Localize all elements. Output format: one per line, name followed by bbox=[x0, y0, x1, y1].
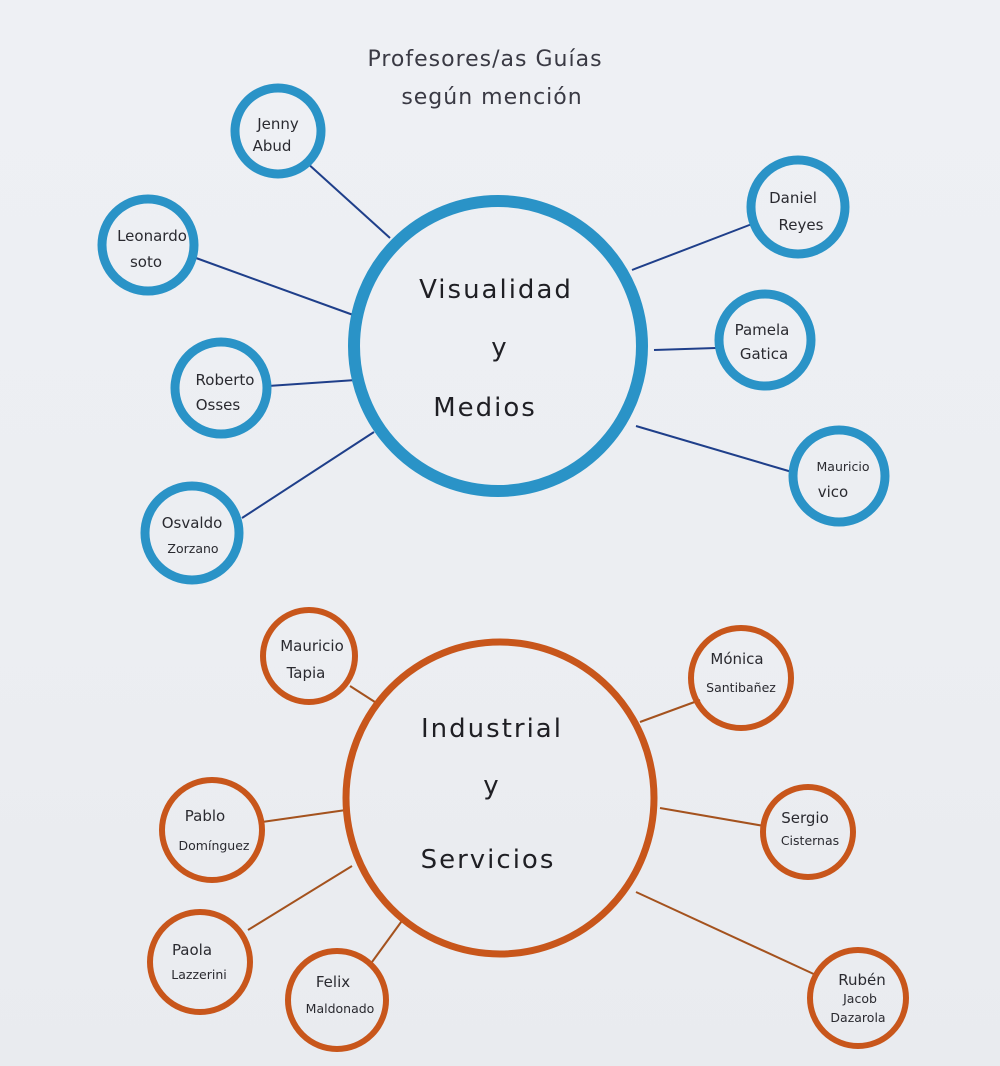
connectors-visualidad bbox=[195, 161, 793, 519]
node-sergio-cisternas: Sergio Cisternas bbox=[760, 784, 856, 880]
node-label-line-1: Paola bbox=[172, 941, 212, 959]
cluster-industrial-y-servicios: Industrial y Servicios Mauricio Tapia Pa… bbox=[147, 607, 909, 1052]
node-osvaldo-zorzano: Osvaldo Zorzano bbox=[140, 481, 244, 585]
hub-visualidad-y-medios: Visualidad y Medios bbox=[348, 195, 648, 497]
node-label-line-2: vico bbox=[818, 483, 848, 501]
hub-circle-industrial bbox=[342, 638, 658, 958]
node-circle bbox=[285, 948, 389, 1052]
hub-label-line-2: y bbox=[491, 333, 508, 363]
node-label-line-2: Abud bbox=[253, 137, 292, 155]
connector-mauricio-vico bbox=[635, 425, 793, 473]
connector-paola-lazzerini bbox=[247, 865, 353, 931]
node-circle bbox=[159, 777, 265, 883]
connector-roberto-osses bbox=[267, 379, 357, 387]
node-circle bbox=[147, 909, 253, 1015]
node-label-line-1: Pamela bbox=[735, 321, 790, 339]
node-label-line-2: Jacob bbox=[842, 991, 877, 1006]
connector-daniel-reyes bbox=[631, 223, 753, 271]
node-paola-lazzerini: Paola Lazzerini bbox=[147, 909, 253, 1015]
node-label-line-1: Rubén bbox=[838, 971, 886, 989]
node-circle bbox=[140, 481, 244, 585]
connector-monica-santibanez bbox=[639, 699, 701, 723]
connector-ruben-jacob-dazarola bbox=[635, 891, 819, 977]
node-pamela-gatica: Pamela Gatica bbox=[714, 289, 816, 391]
connector-sergio-cisternas bbox=[659, 807, 765, 827]
hub-circle-visualidad bbox=[348, 195, 648, 497]
node-circle bbox=[97, 194, 199, 296]
connector-felix-maldonado bbox=[371, 917, 405, 963]
node-label-line-1: Daniel bbox=[769, 189, 817, 207]
hub-industrial-y-servicios: Industrial y Servicios bbox=[342, 638, 658, 958]
hub-label-line-2: y bbox=[483, 771, 500, 801]
node-circle bbox=[746, 155, 850, 259]
hub-label-line-3: Medios bbox=[433, 393, 537, 423]
node-circle bbox=[260, 607, 358, 705]
node-label-line-2: Tapia bbox=[286, 664, 326, 682]
node-circle bbox=[760, 784, 856, 880]
connector-mauricio-tapia bbox=[349, 685, 379, 705]
node-label-line-1: Sergio bbox=[781, 809, 829, 827]
node-circle bbox=[788, 425, 890, 527]
node-circle bbox=[714, 289, 816, 391]
connector-pamela-gatica bbox=[653, 347, 717, 351]
node-label-line-2: Zorzano bbox=[167, 541, 218, 556]
node-mauricio-tapia: Mauricio Tapia bbox=[260, 607, 358, 705]
connectors-industrial bbox=[247, 685, 819, 977]
node-label-line-2: Domínguez bbox=[179, 838, 250, 853]
hub-label-line-1: Visualidad bbox=[419, 275, 573, 305]
cluster-visualidad-y-medios: Visualidad y Medios Jenny Abud Leonardo … bbox=[97, 83, 890, 585]
node-label-line-1: Pablo bbox=[185, 807, 225, 825]
node-label-line-2: Lazzerini bbox=[171, 967, 226, 982]
node-daniel-reyes: Daniel Reyes bbox=[746, 155, 850, 259]
title-line-2: según mención bbox=[401, 85, 582, 110]
node-pablo-dominguez: Pablo Domínguez bbox=[159, 777, 265, 883]
node-label-line-1: Mauricio bbox=[817, 459, 870, 474]
node-mauricio-vico: Mauricio vico bbox=[788, 425, 890, 527]
hub-label-line-1: Industrial bbox=[421, 714, 563, 744]
node-label-line-2: Reyes bbox=[779, 216, 824, 234]
title: Profesores/as Guías según mención bbox=[367, 47, 602, 110]
node-label-line-1: Mónica bbox=[710, 650, 763, 668]
node-label-line-1: Felix bbox=[316, 973, 350, 991]
node-circle bbox=[807, 947, 909, 1049]
node-circle bbox=[230, 83, 326, 179]
node-felix-maldonado: Felix Maldonado bbox=[285, 948, 389, 1052]
node-label-line-1: Leonardo bbox=[117, 227, 187, 245]
node-label-line-1: Roberto bbox=[196, 371, 255, 389]
node-jenny-abud: Jenny Abud bbox=[230, 83, 326, 179]
node-label-line-2: Santibañez bbox=[706, 680, 776, 695]
node-label-line-3: Dazarola bbox=[830, 1010, 885, 1025]
node-circle bbox=[688, 625, 794, 731]
connector-leonardo-soto bbox=[195, 257, 357, 317]
node-label-line-2: Cisternas bbox=[781, 833, 839, 848]
node-label-line-2: Gatica bbox=[740, 345, 788, 363]
title-line-1: Profesores/as Guías bbox=[367, 47, 602, 72]
connector-osvaldo-zorzano bbox=[241, 431, 375, 519]
node-label-line-1: Osvaldo bbox=[162, 514, 223, 532]
node-label-line-2: Maldonado bbox=[306, 1001, 375, 1016]
connector-pablo-dominguez bbox=[261, 809, 347, 823]
node-monica-santibanez: Mónica Santibañez bbox=[688, 625, 794, 731]
node-leonardo-soto: Leonardo soto bbox=[97, 194, 199, 296]
node-label-line-2: soto bbox=[130, 253, 162, 271]
hub-label-line-3: Servicios bbox=[421, 845, 556, 875]
node-ruben-jacob-dazarola: Rubén Jacob Dazarola bbox=[807, 947, 909, 1049]
node-label-line-2: Osses bbox=[196, 396, 241, 414]
node-circle bbox=[170, 337, 272, 439]
node-label-line-1: Mauricio bbox=[280, 637, 344, 655]
node-roberto-osses: Roberto Osses bbox=[170, 337, 272, 439]
connector-jenny-abud bbox=[305, 161, 391, 239]
node-label-line-1: Jenny bbox=[256, 115, 299, 133]
